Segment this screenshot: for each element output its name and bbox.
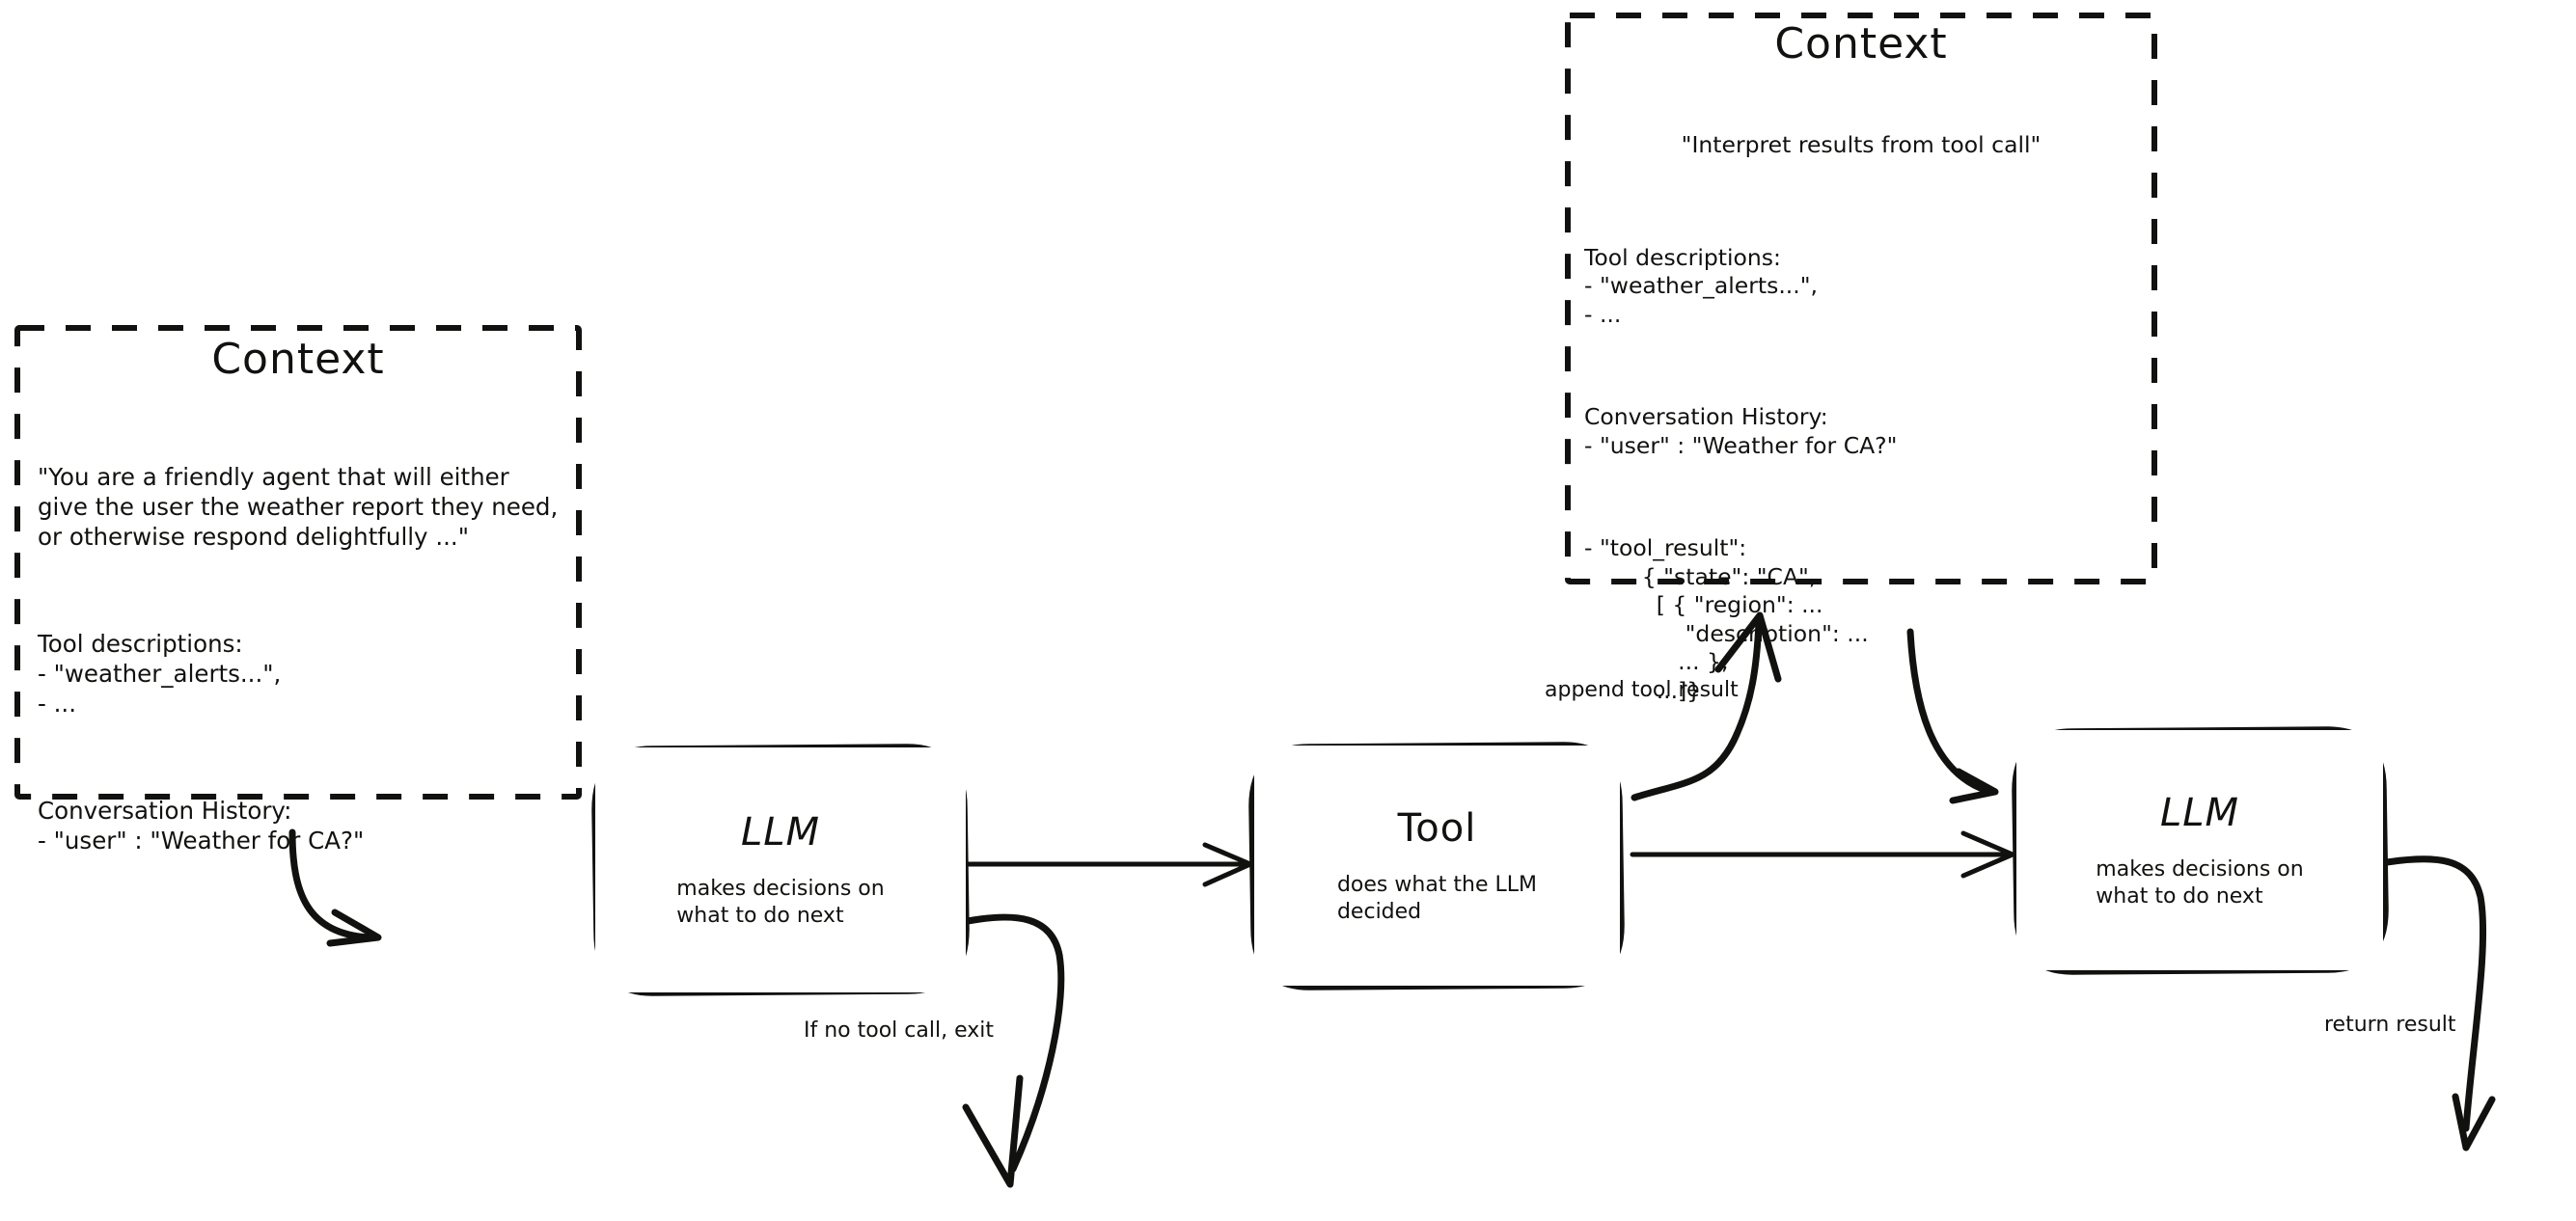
node-llm-first-subtitle: makes decisions on what to do next (676, 877, 885, 928)
node-tool-subtitle: does what the LLM decided (1336, 872, 1538, 924)
edge-label-if-no-tool-call-exit: If no tool call, exit (804, 1018, 994, 1043)
context-right-tool-header: Tool descriptions: (1584, 243, 1781, 271)
context-left-body: "You are a friendly agent that will eith… (14, 387, 582, 915)
context-right-history-header: Conversation History: (1584, 403, 1828, 430)
context-box-left: Context "You are a friendly agent that w… (14, 325, 582, 855)
edge-llm1-to-tool (965, 842, 1253, 887)
edge-tool-to-llm2 (1630, 830, 2015, 879)
context-right-title: Context (1774, 19, 1948, 68)
edge-label-append-tool-result: append tool result (1545, 678, 1739, 702)
context-left-history-items: - "user" : "Weather for CA?" (38, 827, 365, 855)
context-right-history: Conversation History: - "user" : "Weathe… (1584, 403, 2138, 460)
context-right-history-user: - "user" : "Weather for CA?" (1584, 431, 1898, 459)
context-box-right: Context "Interpret results from tool cal… (1565, 13, 2157, 704)
context-left-history: Conversation History: - "user" : "Weathe… (38, 796, 559, 855)
context-left-title: Context (211, 335, 385, 384)
node-llm-second[interactable]: LLM makes decisions on what to do next (2016, 730, 2383, 970)
context-left-history-header: Conversation History: (38, 797, 292, 825)
edge-llm1-exit (962, 913, 1065, 1188)
context-right-tool-result: - "tool_result": { "state": "CA", [ { "r… (1584, 534, 1869, 704)
node-tool[interactable]: Tool does what the LLM decided (1254, 746, 1620, 986)
edge-label-return-result: return result (2324, 1013, 2456, 1037)
node-llm-second-title: LLM (2159, 790, 2240, 835)
edge-llm2-return (2383, 855, 2496, 1152)
context-right-body: "Interpret results from tool call" Tool … (1565, 70, 2157, 762)
context-right-tool-items: - "weather_alerts...", - ... (1584, 272, 1819, 328)
context-right-tool-descriptions: Tool descriptions: - "weather_alerts..."… (1584, 244, 2138, 330)
node-llm-second-subtitle: makes decisions on what to do next (2096, 856, 2304, 909)
context-left-tool-descriptions: Tool descriptions: - "weather_alerts..."… (38, 629, 559, 719)
node-llm-first-title: LLM (740, 810, 821, 855)
context-left-tool-items: - "weather_alerts...", - ... (38, 660, 282, 718)
context-left-tool-header: Tool descriptions: (38, 630, 243, 658)
context-right-system-prompt: "Interpret results from tool call" (1681, 131, 2042, 158)
context-left-system-prompt: "You are a friendly agent that will eith… (38, 463, 566, 551)
node-llm-first[interactable]: LLM makes decisions on what to do next (595, 747, 966, 992)
node-tool-title: Tool (1397, 805, 1477, 851)
